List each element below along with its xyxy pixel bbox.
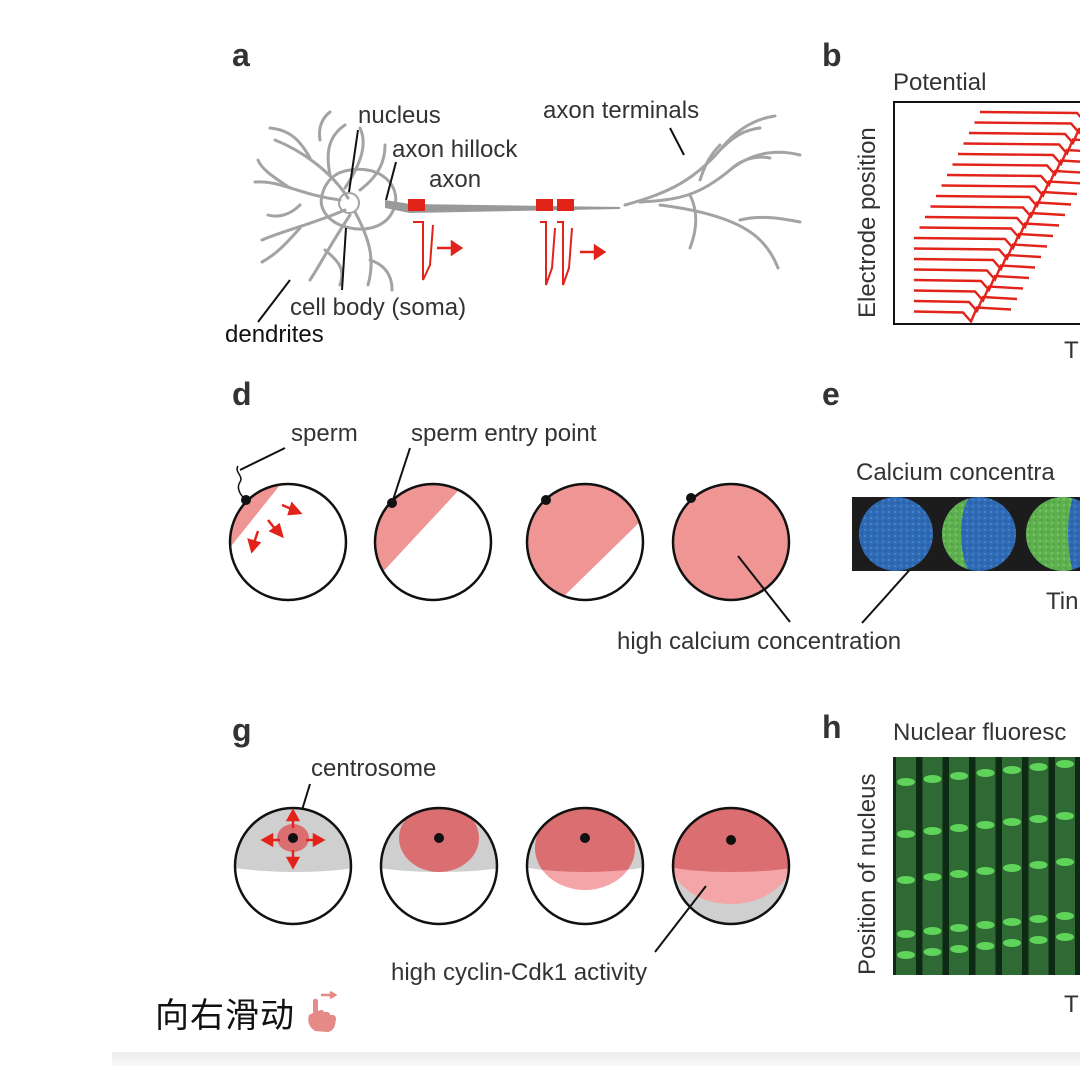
egg-cell-3 — [520, 478, 650, 600]
label-dendrites: dendrites — [225, 321, 324, 348]
card-bottom-shadow — [112, 1052, 1080, 1066]
panel-e-title: Calcium concentra — [856, 459, 1055, 486]
panel-h-letter: h — [822, 709, 842, 745]
swipe-hint[interactable]: 向右滑动 — [155, 988, 341, 1037]
nucleus-blob — [950, 870, 968, 878]
label-axon-hillock: axon hillock — [392, 136, 518, 163]
panel-e-xlabel: Tin — [1046, 588, 1078, 615]
axon-node-1 — [408, 199, 425, 211]
panel-h-ylabel: Position of nucleus — [854, 774, 881, 975]
nucleus-blob — [924, 873, 942, 881]
cyclin-cell-3 — [520, 800, 650, 924]
nucleus-blob — [1030, 936, 1048, 944]
panel-h-xlabel: T — [1064, 991, 1079, 1018]
nucleus-blob — [1030, 861, 1048, 869]
panel-b-ylabel: Electrode position — [854, 127, 881, 318]
nucleus-blob — [977, 921, 995, 929]
panel-e-letter: e — [822, 376, 840, 412]
panel-b-traces — [914, 108, 1080, 322]
egg-cell-2 — [370, 448, 491, 600]
panel-b-title: Potential — [893, 69, 986, 96]
axon-node-2 — [536, 199, 553, 211]
nucleus-blob — [1056, 812, 1074, 820]
cyclin-cell-4 — [655, 800, 800, 952]
nucleus-blob — [1003, 864, 1021, 872]
nucleus-blob — [897, 830, 915, 838]
panel-h-title: Nuclear fluoresc — [893, 719, 1066, 746]
fluorescence-column — [923, 757, 943, 975]
nucleus-blob — [950, 824, 968, 832]
electrode-trace — [969, 129, 1080, 143]
action-potential-traces — [413, 222, 572, 285]
cyclin-cell-1 — [225, 800, 365, 924]
panel-a-letter: a — [232, 37, 250, 73]
electrode-trace — [975, 119, 1080, 133]
nucleus-blob — [1003, 818, 1021, 826]
label-sperm-entry-point: sperm entry point — [411, 420, 597, 447]
label-cyclin: high cyclin-Cdk1 activity — [391, 959, 647, 986]
label-centrosome: centrosome — [311, 755, 436, 782]
panel-d-letter: d — [232, 376, 252, 412]
label-sperm: sperm — [291, 420, 358, 447]
panel-b-xlabel: T — [1064, 337, 1079, 364]
propagation-arrows — [437, 242, 604, 258]
nucleus-blob — [1056, 760, 1074, 768]
nucleus-blob — [924, 827, 942, 835]
nucleus-blob — [1056, 912, 1074, 920]
nucleus-blob — [924, 775, 942, 783]
nucleus-blob — [897, 876, 915, 884]
nucleus-blob — [1030, 915, 1048, 923]
label-axon-terminals: axon terminals — [543, 97, 699, 124]
calcium-image-strip — [852, 495, 1080, 575]
nucleus-blob — [1030, 763, 1048, 771]
electrode-trace — [914, 308, 1011, 322]
panel-g-letter: g — [232, 712, 252, 748]
nuclear-fluorescence-image — [893, 757, 1080, 975]
nucleus-blob — [1056, 858, 1074, 866]
cyclin-cell-2 — [370, 800, 510, 924]
egg-cell-1 — [220, 448, 346, 600]
fluorescence-column — [896, 757, 916, 975]
nucleus-blob — [950, 945, 968, 953]
label-high-calcium: high calcium concentration — [617, 628, 901, 655]
nucleus-blob — [897, 778, 915, 786]
label-nucleus: nucleus — [358, 102, 441, 129]
nucleus-blob — [924, 927, 942, 935]
nucleus-blob — [1003, 918, 1021, 926]
nucleus-blob — [1056, 933, 1074, 941]
panel-b-letter: b — [822, 37, 842, 73]
nucleus-blob — [950, 772, 968, 780]
nucleus-circle — [339, 193, 359, 213]
axon-node-3 — [557, 199, 574, 211]
label-axon: axon — [429, 166, 481, 193]
nucleus-blob — [897, 951, 915, 959]
nucleus-blob — [897, 930, 915, 938]
nucleus-blob — [1030, 815, 1048, 823]
electrode-trace — [964, 140, 1080, 154]
nucleus-blob — [950, 924, 968, 932]
nucleus-blob — [977, 821, 995, 829]
nucleus-blob — [1003, 939, 1021, 947]
nucleus-blob — [977, 769, 995, 777]
nucleus-blob — [977, 942, 995, 950]
electrode-trace — [980, 108, 1080, 122]
nucleus-blob — [924, 948, 942, 956]
swipe-hint-text: 向右滑动 — [155, 988, 295, 1037]
neuron-drawing — [255, 112, 800, 290]
swipe-hand-icon — [301, 991, 341, 1035]
label-cell-body: cell body (soma) — [290, 294, 466, 321]
nucleus-blob — [977, 867, 995, 875]
nucleus-blob — [1003, 766, 1021, 774]
fluorescence-column — [949, 757, 969, 975]
